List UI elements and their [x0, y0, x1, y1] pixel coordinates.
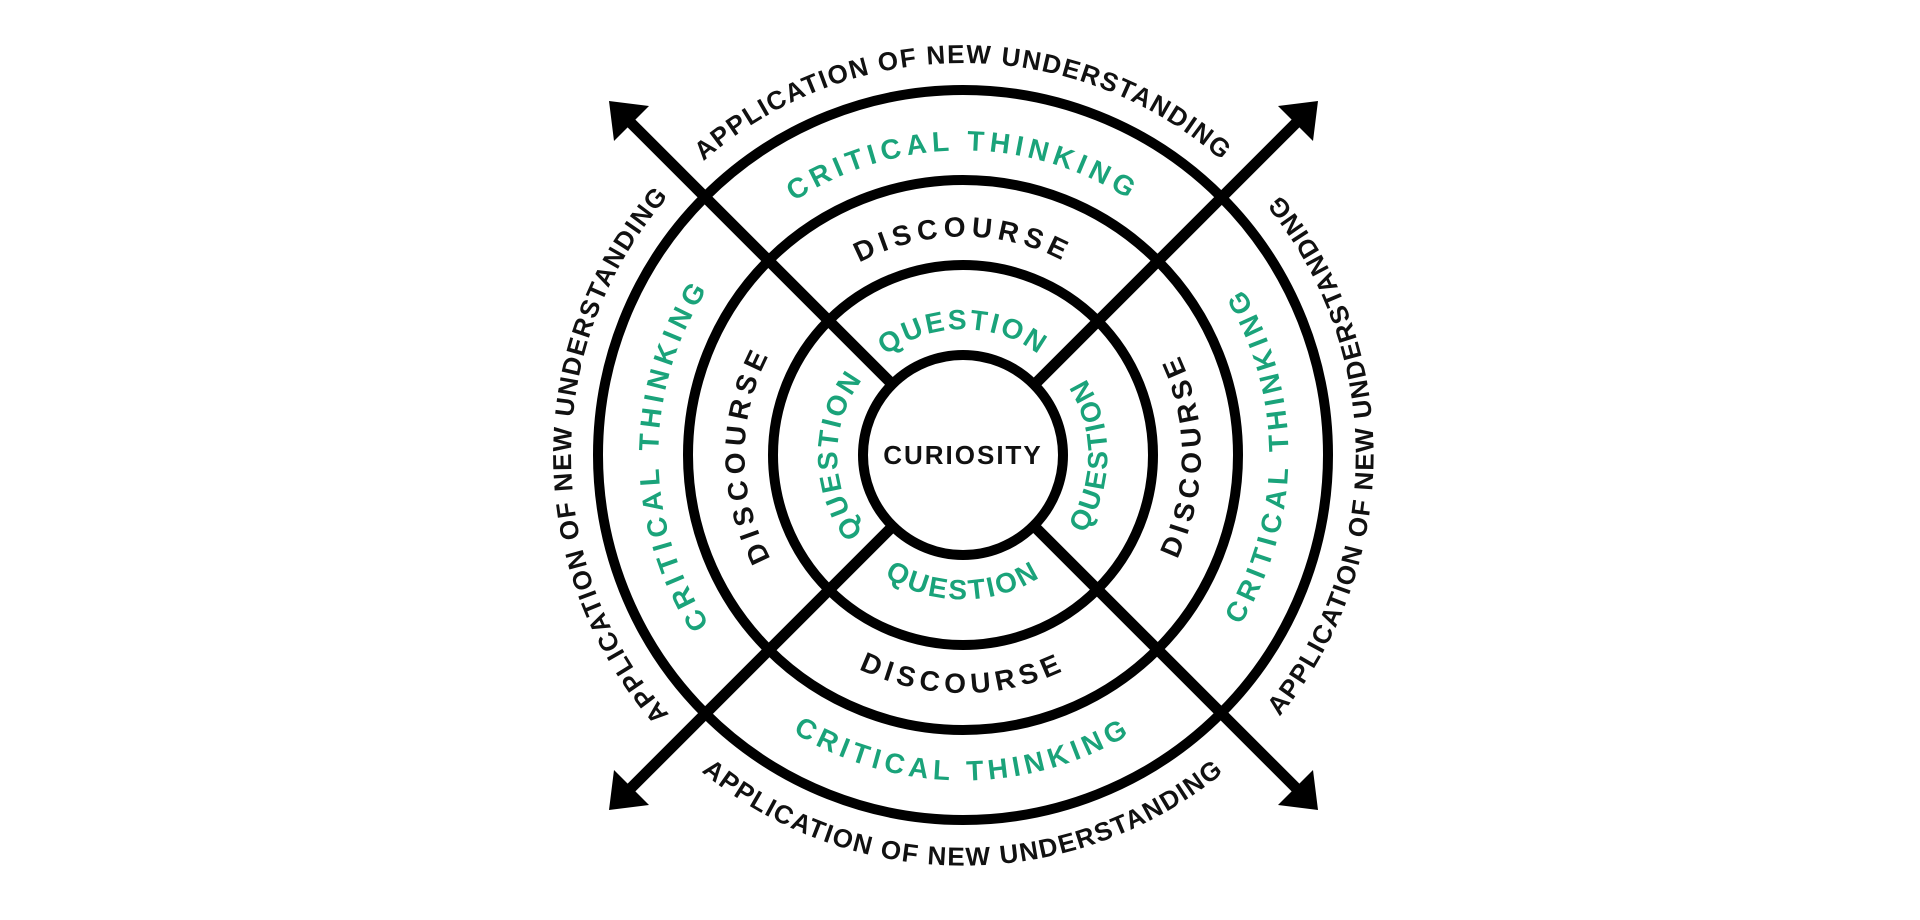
question-label-bottom: QUESTION: [881, 555, 1044, 606]
arrowhead-sw-icon: [609, 770, 649, 810]
critical-thinking-ring: [683, 175, 1243, 735]
critical-thinking-label-bottom: CRITICAL THINKING: [790, 711, 1137, 787]
discourse-label-left: DISCOURSE: [719, 341, 776, 570]
question-label-right: QUESTION: [1063, 373, 1114, 536]
arrow-line-nw: [621, 113, 897, 389]
center-label: CURIOSITY: [883, 440, 1043, 470]
discourse-label-right: DISCOURSE: [1154, 348, 1207, 562]
curiosity-circle: [858, 350, 1068, 560]
outer-ring: [593, 85, 1333, 825]
arrowhead-nw-icon: [609, 101, 649, 141]
critical-thinking-label-right: CRITICAL THINKING: [1219, 282, 1295, 629]
rings: [593, 85, 1333, 825]
arrowhead-ne-icon: [1278, 101, 1318, 141]
discourse-label-bottom: DISCOURSE: [856, 646, 1070, 699]
arrows: [609, 101, 1318, 810]
arrow-line-se: [1030, 522, 1306, 798]
critical-thinking-label-left: CRITICAL THINKING: [633, 273, 714, 637]
arrowhead-se-icon: [1278, 770, 1318, 810]
critical-thinking-label-top: CRITICAL THINKING: [781, 125, 1145, 206]
discourse-label-top: DISCOURSE: [849, 211, 1078, 268]
arrow-line-ne: [1030, 113, 1306, 389]
arrow-line-sw: [621, 522, 897, 798]
discourse-ring: [768, 260, 1158, 650]
